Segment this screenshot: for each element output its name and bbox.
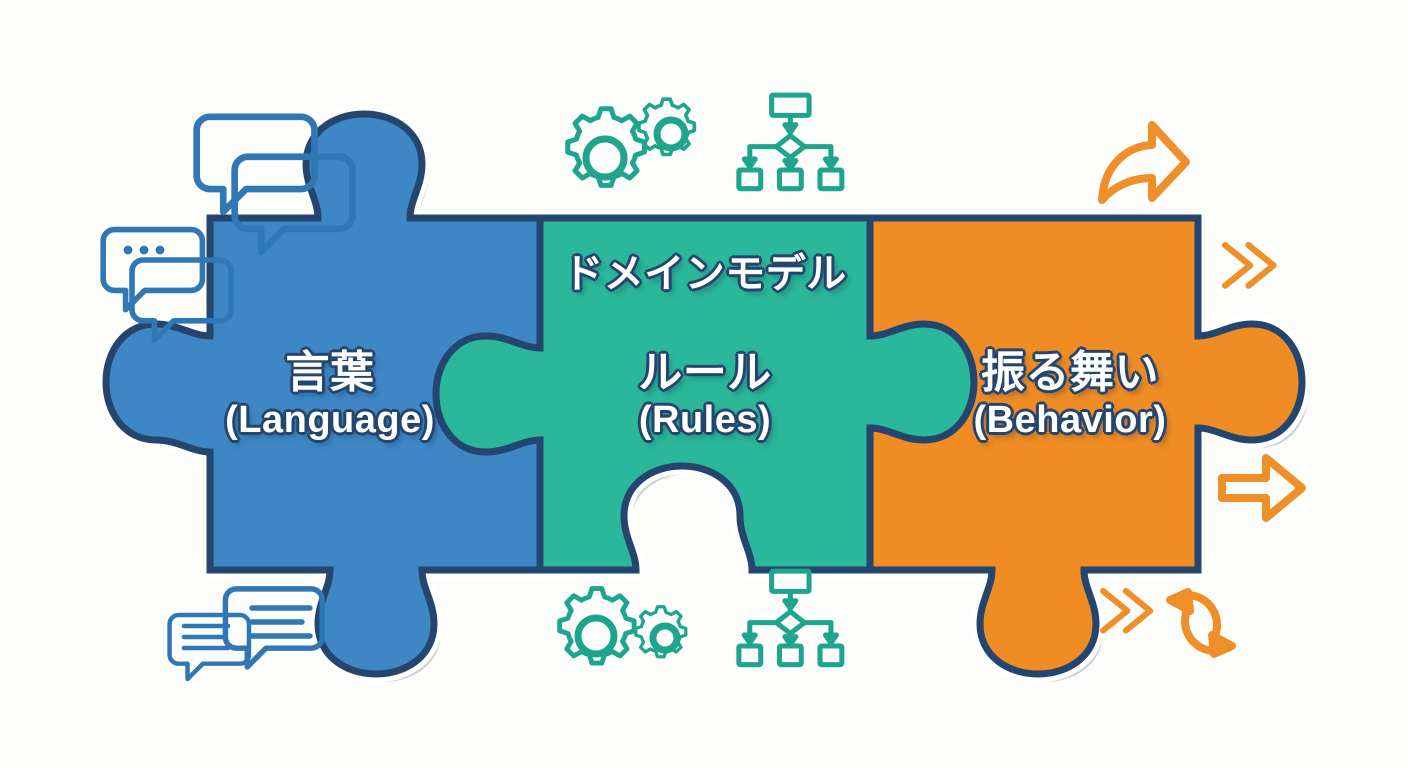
bubble-text-lines-a [181,623,231,651]
bubble-text-lines-b [249,605,313,639]
double-chevron-top-right [1225,245,1273,286]
gears-bottom-center [560,589,688,663]
right-arrow-mid-right [1218,454,1306,522]
double-chevron-bottom-right [1103,591,1150,631]
gears-top-center [568,97,697,185]
speech-bubble-pair-top-left [197,117,353,252]
refresh-bottom-right [1166,588,1236,658]
speech-bubble-dots-left [103,230,231,340]
bubble-dots [123,245,165,255]
flowchart-bottom-center [739,571,842,665]
speech-bubble-lines-bottom-left [170,589,323,679]
flowchart-top-center [739,95,842,189]
share-arrow-top-right [1098,121,1190,204]
